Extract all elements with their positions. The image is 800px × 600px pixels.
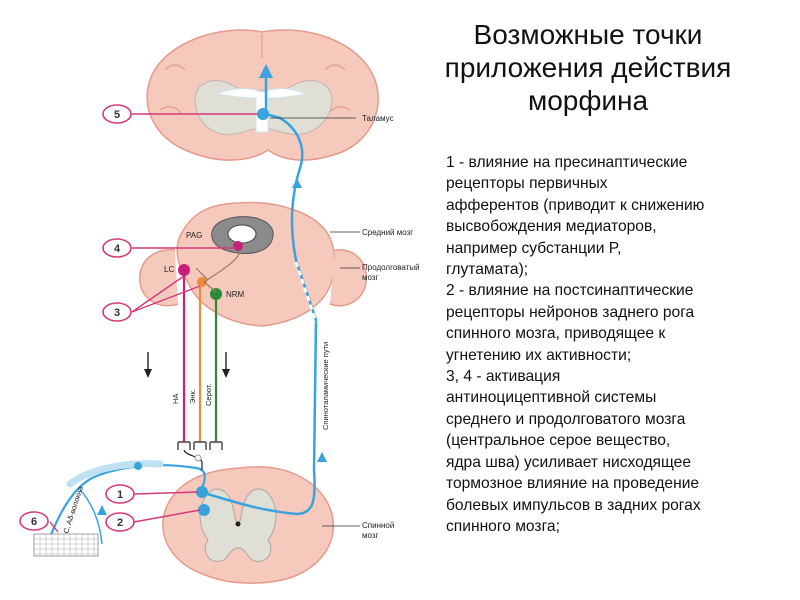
description-line: среднего и продолговатого мозга [446, 410, 686, 428]
description-text: 1 - влияние на пресинаптические рецептор… [446, 152, 788, 537]
marker-5-text: 5 [114, 109, 120, 121]
marker-1-text: 1 [117, 489, 123, 501]
description-line: глутамата); [446, 261, 529, 279]
description-line: болевых импульсов в задних рогах [446, 496, 701, 514]
thalamus-neuron [257, 108, 269, 120]
marker-1: 1 [105, 484, 135, 504]
spinothalamic-pathway [199, 70, 318, 516]
label-spinal-2: мозг [362, 531, 379, 540]
label-lc: LC [164, 265, 174, 274]
pathway-dashed [294, 261, 318, 323]
arrow-down-left-head [144, 369, 152, 378]
description-line: спинного мозга, приводящее к [446, 325, 666, 343]
marker-5: 5 [102, 104, 132, 124]
description-line: например субстанции P, [446, 239, 622, 257]
marker-4-text: 4 [114, 243, 121, 255]
label-medulla-1: Продолговатый [362, 263, 420, 272]
leader-2 [133, 509, 201, 523]
marker-3: 3 [102, 302, 132, 322]
description-line: рецепторы нейронов заднего рога [446, 303, 695, 321]
dorsal-root [66, 460, 164, 488]
label-midbrain: Средний мозг [362, 228, 413, 237]
skin-patch [33, 533, 99, 557]
marker-2: 2 [105, 512, 135, 532]
marker-3-text: 3 [114, 307, 120, 319]
arrow-up-top [259, 64, 273, 78]
central-canal [235, 521, 241, 527]
description-line: высвобождения медиаторов, [446, 218, 657, 236]
label-enk: Энк. [188, 389, 197, 404]
description-line: (центральное серое вещество, [446, 432, 671, 450]
enk-nucleus [197, 277, 207, 287]
description-line: рецепторы первичных [446, 175, 608, 193]
label-thalamus: Таламус [362, 114, 394, 123]
marker-6: 6 [19, 511, 49, 531]
description-line: ядра шва) усиливает нисходящее [446, 453, 691, 471]
description-line: тормозное влияние на проведение [446, 475, 700, 493]
leader-6 [49, 521, 59, 533]
label-pathway: Спиноталамические пути [321, 342, 330, 430]
label-serot: Серот. [204, 384, 213, 406]
dorsal-horn-synapse-1 [196, 486, 208, 498]
description-line: афферентов (приводит к снижению [446, 196, 705, 214]
label-afferent: C, Aδ-волокна [61, 484, 85, 534]
marker-6-text: 6 [31, 516, 37, 528]
afferent-arrow [97, 505, 107, 515]
description-line: антиноцицептивной системы [446, 389, 657, 407]
nrm-nucleus [210, 288, 222, 300]
dorsal-root-ganglion [134, 462, 142, 470]
label-pag: PAG [186, 231, 202, 240]
arrow-up-low [317, 452, 327, 462]
marker-4: 4 [102, 238, 132, 258]
afferent-branch [79, 489, 103, 545]
medulla-lobe-right [329, 249, 367, 307]
pag-neuron [233, 241, 243, 251]
interneuron [194, 454, 202, 462]
arrow-up-mid [292, 178, 302, 188]
skin-hatch [34, 534, 98, 556]
pag-projection [195, 251, 241, 293]
marker-2-text: 2 [117, 517, 123, 529]
leader-1 [133, 491, 199, 495]
medulla-lobe-left [139, 249, 179, 307]
aqueduct [227, 224, 257, 244]
description-line: спинного мозга; [446, 517, 560, 535]
slide-title: Возможные точки приложения действия морф… [400, 18, 776, 117]
leader-3 [131, 275, 201, 313]
description-line: 3, 4 - активация [446, 368, 561, 386]
label-nrm: NRM [226, 290, 245, 299]
label-medulla-2: мозг [362, 273, 379, 282]
lc-nucleus [178, 264, 190, 276]
label-na: НА [171, 394, 180, 404]
descending-trunk [183, 449, 203, 470]
description-line: 1 - влияние на пресинаптические [446, 154, 688, 171]
title-line: Возможные точки [473, 19, 703, 50]
dorsal-horn-synapse-2 [198, 504, 210, 516]
terminal-branches [177, 441, 223, 450]
title-line: морфина [527, 85, 649, 116]
description-line: 2 - влияние на постсинаптические [446, 282, 694, 300]
brain-gyri [159, 34, 351, 115]
title-line: приложения действия [444, 52, 732, 83]
description-line: угнетению их активности; [446, 346, 632, 364]
arrow-down-right-head [222, 369, 230, 378]
label-spinal-1: Спинной [362, 521, 394, 530]
